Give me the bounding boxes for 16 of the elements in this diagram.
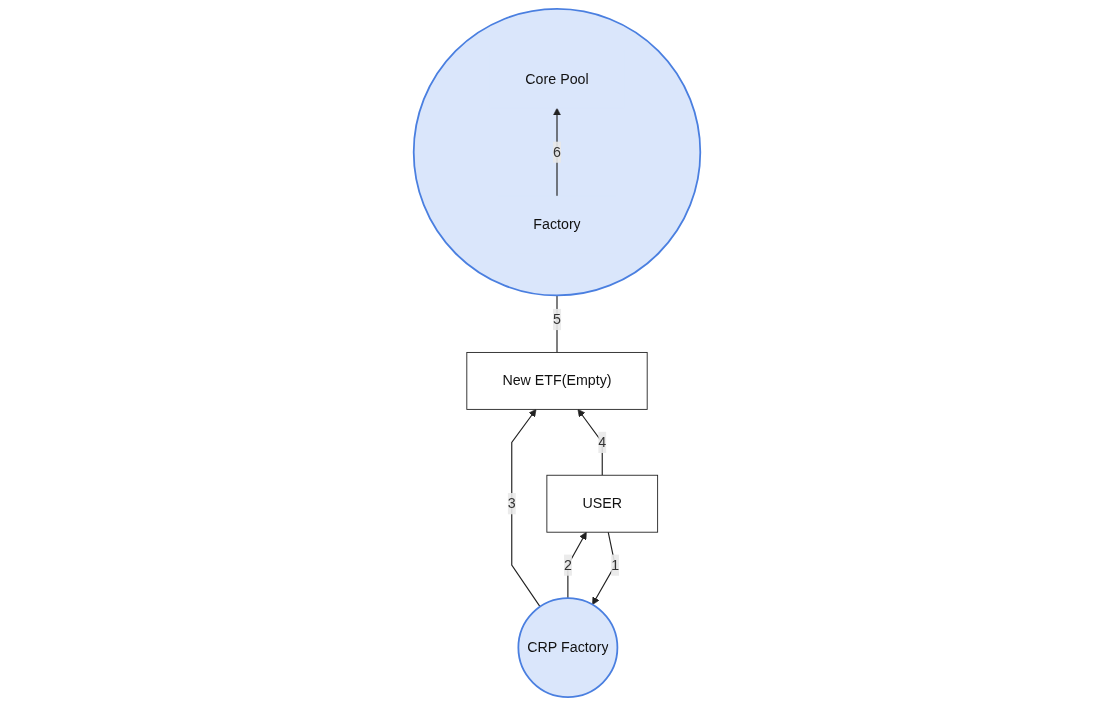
edge-label: 1 bbox=[611, 557, 620, 573]
edge-label: 6 bbox=[553, 144, 561, 160]
edge-label: 2 bbox=[563, 557, 572, 573]
cluster bbox=[412, 8, 702, 297]
arrow bbox=[567, 531, 587, 599]
edge-label: 5 bbox=[553, 311, 561, 327]
arrow bbox=[577, 409, 603, 476]
edge-label: 3 bbox=[507, 495, 516, 511]
node-circle: CRP Factory bbox=[517, 597, 619, 698]
node-text: Core Pool bbox=[525, 71, 589, 87]
edge-label: 4 bbox=[598, 434, 607, 450]
arrow bbox=[511, 409, 541, 608]
node-box: New ETF(Empty) bbox=[466, 352, 648, 410]
arrow bbox=[553, 107, 561, 197]
node-box: USER bbox=[546, 474, 659, 533]
node-text: Factory bbox=[533, 216, 581, 232]
